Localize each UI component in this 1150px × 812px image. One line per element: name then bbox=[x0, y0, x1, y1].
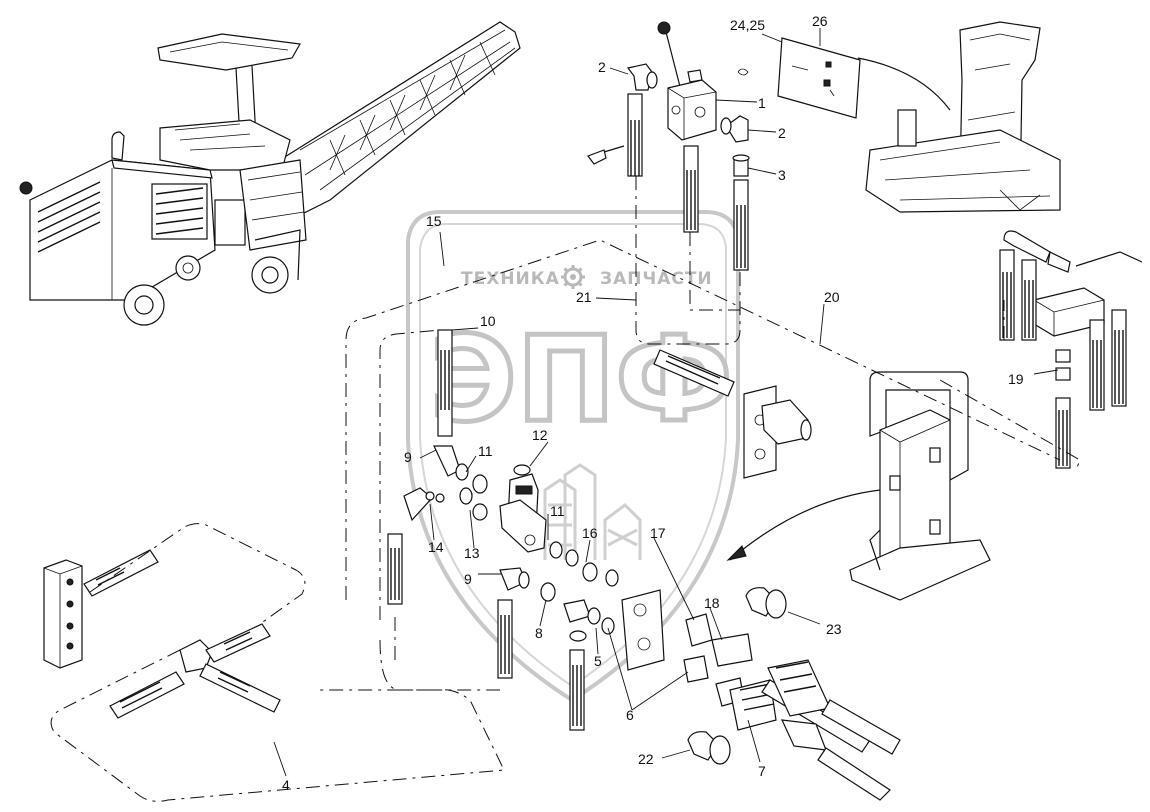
callout-11: 11 bbox=[478, 443, 493, 459]
callout-5: 5 bbox=[594, 653, 602, 669]
callout-17: 17 bbox=[650, 525, 666, 541]
watermark-logo: ЭПФ bbox=[430, 310, 732, 448]
callout-26: 26 bbox=[812, 13, 828, 29]
callout-1: 1 bbox=[758, 95, 766, 111]
callout-2: 2 bbox=[598, 59, 606, 75]
callout-labels: 1 2 2 3 4 5 6 7 8 9 9 10 11 11 12 13 14 … bbox=[282, 13, 1024, 793]
callout-20: 20 bbox=[824, 289, 840, 305]
callout-9: 9 bbox=[464, 571, 472, 587]
callout-19: 19 bbox=[1008, 371, 1024, 387]
watermark-towers bbox=[543, 463, 642, 560]
callout-9: 9 bbox=[404, 449, 412, 465]
callout-11: 11 bbox=[550, 503, 565, 519]
callout-6: 6 bbox=[626, 707, 634, 723]
valve-fittings-center bbox=[387, 329, 901, 801]
callout-23: 23 bbox=[826, 621, 842, 637]
callout-22: 22 bbox=[638, 751, 654, 767]
callout-13: 13 bbox=[464, 545, 480, 561]
manifold-block-left bbox=[43, 549, 281, 719]
callout-10: 10 bbox=[480, 313, 496, 329]
gear-icon bbox=[561, 265, 585, 289]
callout-14: 14 bbox=[428, 539, 444, 555]
callout-3: 3 bbox=[778, 167, 786, 183]
routing-lines bbox=[50, 176, 1081, 802]
milling-machine bbox=[19, 21, 521, 326]
callout-15: 15 bbox=[426, 213, 442, 229]
manifold-block-right bbox=[999, 230, 1143, 469]
callout-2: 2 bbox=[778, 125, 786, 141]
callout-4: 4 bbox=[282, 777, 290, 793]
callout-18: 18 bbox=[704, 595, 720, 611]
bracket-mount bbox=[653, 349, 991, 601]
frame-detail bbox=[777, 21, 1061, 213]
watermark-shield: ТЕХНИКА ЗАПЧАСТИ ЭПФ bbox=[406, 210, 740, 703]
callout-7: 7 bbox=[758, 763, 766, 779]
callout-21: 21 bbox=[576, 289, 592, 305]
callout-16: 16 bbox=[582, 525, 598, 541]
callout-8: 8 bbox=[535, 625, 543, 641]
callout-12: 12 bbox=[532, 427, 548, 443]
callout-24-25: 24,25 bbox=[730, 17, 765, 33]
watermark-text-right: ЗАПЧАСТИ bbox=[600, 269, 713, 289]
leader-lines bbox=[273, 28, 1059, 777]
watermark-text-left: ТЕХНИКА bbox=[461, 269, 560, 289]
control-valve-assembly bbox=[587, 21, 750, 271]
